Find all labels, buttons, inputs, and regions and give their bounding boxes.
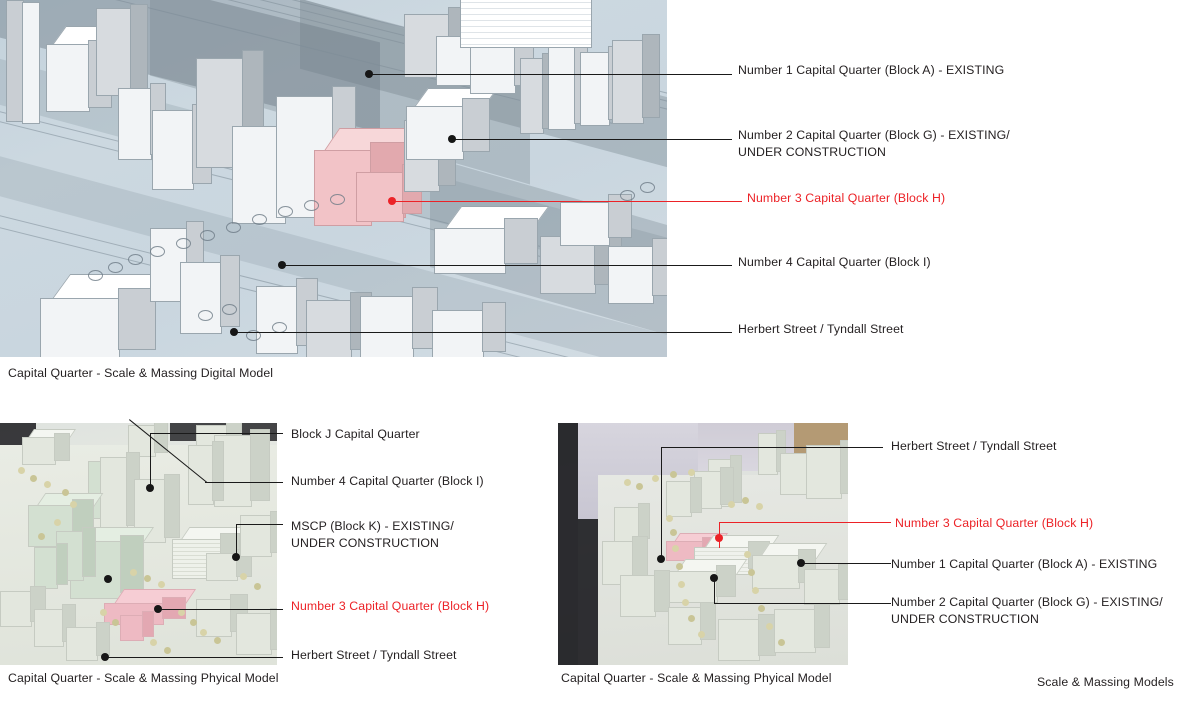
slide-footer-title: Scale & Massing Models	[1037, 675, 1174, 689]
digital-model-caption: Capital Quarter - Scale & Massing Digita…	[8, 366, 274, 380]
leader-line-cq4	[282, 265, 732, 266]
leader-line-cq2	[452, 139, 732, 140]
annotation-label-cq3-r: Number 3 Capital Quarter (Block H)	[895, 516, 1094, 530]
leader-dot-cq4	[278, 261, 286, 269]
leader-dot-street-r	[657, 555, 665, 563]
leader-dot-cq3-r	[715, 534, 723, 542]
leader-dot-cq2	[448, 135, 456, 143]
leader-line-mscp	[236, 524, 283, 525]
leader-line-cq3	[158, 609, 283, 610]
physical-model-left-caption: Capital Quarter - Scale & Massing Phyica…	[8, 671, 279, 685]
annotation-label-cq4: Number 4 Capital Quarter (Block I)	[738, 255, 931, 269]
physical-model-right-caption: Capital Quarter - Scale & Massing Phyica…	[561, 671, 832, 685]
annotation-label-cq4-left: Number 4 Capital Quarter (Block I)	[291, 474, 484, 488]
digital-massing-model-image	[0, 0, 667, 357]
leader-line-street	[105, 657, 283, 658]
annotation-label-mscp: MSCP (Block K) - EXISTING/ UNDER CONSTRU…	[291, 519, 454, 550]
leader-dot-street	[101, 653, 109, 661]
annotation-label-street-r: Herbert Street / Tyndall Street	[891, 439, 1057, 453]
leader-dot-cq3	[388, 197, 396, 205]
annotation-label-street-left: Herbert Street / Tyndall Street	[291, 648, 457, 662]
annotation-label-blockj: Block J Capital Quarter	[291, 427, 420, 441]
physical-model-right-image	[558, 423, 848, 665]
leader-dot-mscp	[232, 553, 240, 561]
leader-line-mscp-vert	[236, 524, 237, 557]
leader-dot-street	[230, 328, 238, 336]
leader-line-cq3	[392, 201, 742, 203]
annotation-label-cq3: Number 3 Capital Quarter (Block H)	[747, 191, 946, 205]
leader-dot-cq3	[154, 605, 162, 613]
leader-line-cq2-vert	[714, 578, 715, 604]
leader-dot-cq2-r	[710, 574, 718, 582]
annotation-label-cq1-r: Number 1 Capital Quarter (Block A) - EXI…	[891, 557, 1158, 571]
leader-line-blockj-vert	[150, 433, 151, 488]
physical-model-left-image	[0, 423, 277, 665]
annotation-label-cq3-left: Number 3 Capital Quarter (Block H)	[291, 599, 490, 613]
leader-dot-blockj	[146, 484, 154, 492]
photo-edge-shadow	[558, 423, 578, 665]
leader-dot-cq1-r	[797, 559, 805, 567]
leader-line-cq4	[205, 482, 283, 483]
leader-line-street-vert	[661, 447, 662, 559]
leader-line-blockj	[150, 433, 283, 434]
annotation-label-street: Herbert Street / Tyndall Street	[738, 322, 904, 336]
leader-dot-cq4	[104, 575, 112, 583]
leader-line-cq1-r	[801, 563, 891, 564]
leader-line-cq1	[369, 74, 732, 75]
leader-line-street-r	[661, 447, 883, 448]
annotation-label-cq1: Number 1 Capital Quarter (Block A) - EXI…	[738, 63, 1005, 77]
leader-dot-cq1	[365, 70, 373, 78]
leader-line-cq3-r	[719, 522, 891, 524]
annotation-label-cq2: Number 2 Capital Quarter (Block G) - EXI…	[738, 128, 1010, 159]
annotation-label-cq2-r: Number 2 Capital Quarter (Block G) - EXI…	[891, 595, 1163, 626]
leader-line-street	[234, 332, 732, 333]
leader-line-cq2-r	[714, 603, 891, 604]
